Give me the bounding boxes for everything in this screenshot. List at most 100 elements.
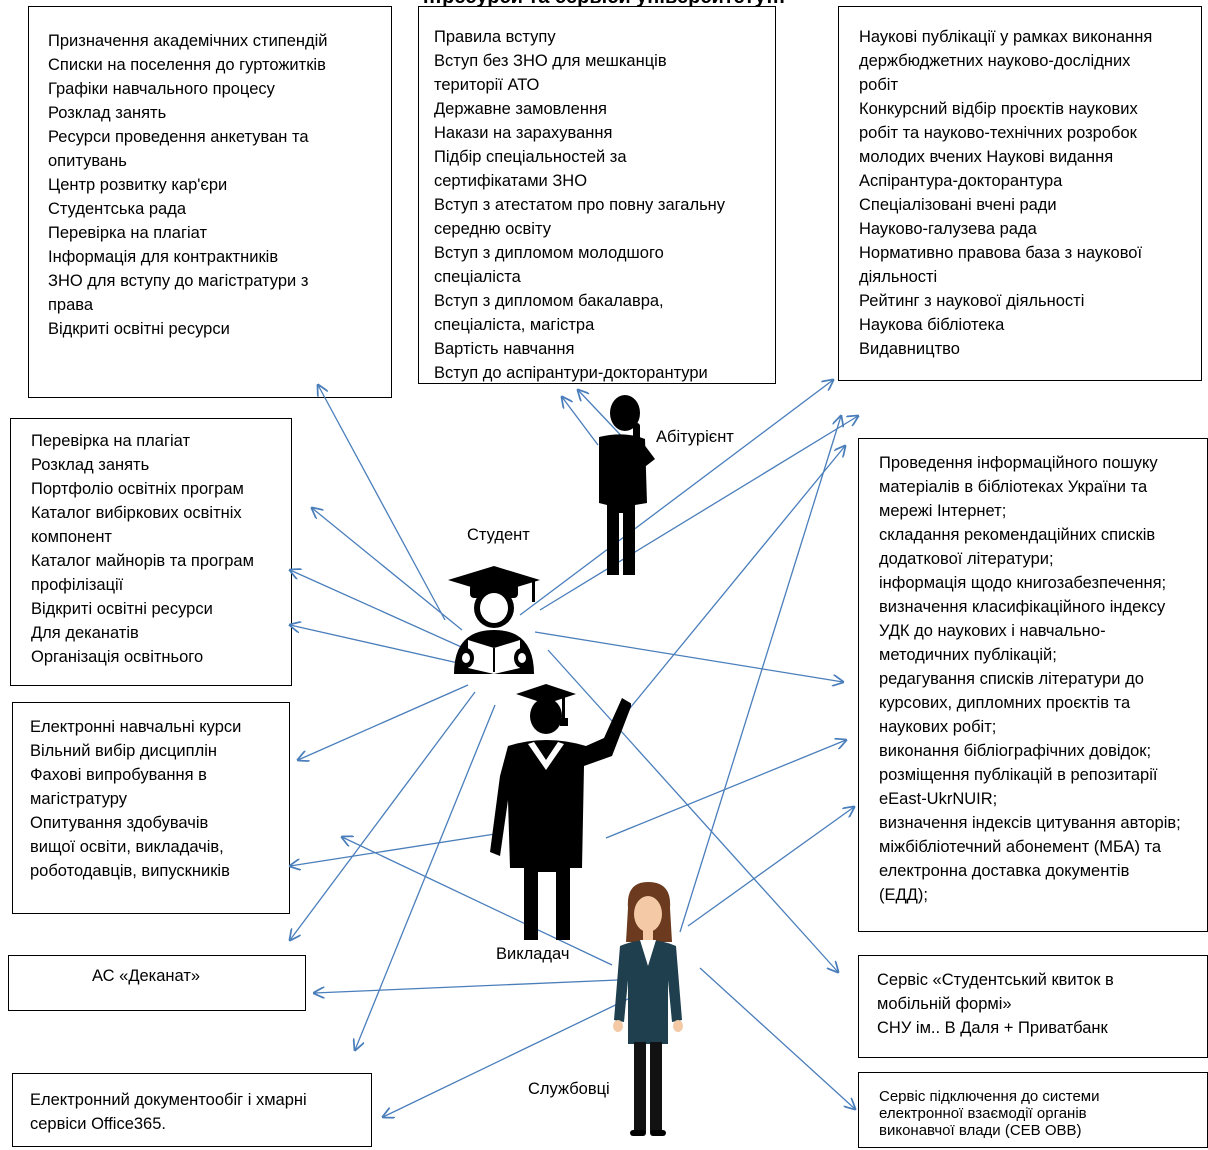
role-student-label: Студент	[467, 526, 530, 544]
connector-arrow	[383, 997, 631, 1117]
list-line: електронна доставка документів	[879, 862, 1130, 880]
box-deanery: АС «Деканат»	[8, 955, 306, 1011]
list-line: Спеціалізовані вчені ради	[859, 196, 1057, 214]
connector-arrow	[687, 807, 854, 927]
connector-arrow	[355, 704, 496, 1050]
list-line: Опитування здобувачів	[30, 814, 209, 832]
list-line: визначення індексів цитування авторів;	[879, 814, 1181, 832]
list-line: Перевірка на плагіат	[48, 224, 208, 242]
list-line: Графіки навчального процесу	[48, 80, 275, 98]
list-line: ЗНО для вступу до магістратури з	[48, 272, 309, 290]
list-line: держбюджетних науково-дослідних	[859, 52, 1131, 70]
connector-arrow	[539, 416, 858, 611]
list-line: електронної взаємодії органів	[879, 1105, 1087, 1122]
list-line: редагування списків літератури до	[879, 670, 1144, 688]
list-line: профілізації	[31, 576, 124, 594]
connector-arrow	[318, 385, 446, 621]
list-line: Каталог майнорів та програм	[31, 552, 254, 570]
role-teacher-label: Викладач	[496, 945, 570, 963]
connector-arrow	[534, 631, 843, 682]
diagram-title: …ресурси та сервіси університету…	[0, 0, 1208, 9]
applicant-thinking-figure	[599, 395, 655, 575]
connector-arrow	[298, 684, 469, 760]
list-line: Електронні навчальні курси	[30, 718, 242, 736]
list-line: Вартість навчання	[434, 340, 575, 358]
list-line: Конкурсний відбір проєктів наукових	[859, 100, 1138, 118]
list-line: виконавчої влади (СЕВ ОВВ)	[879, 1122, 1082, 1139]
list-line: Відкриті освітні ресурси	[48, 320, 230, 338]
connector-arrow	[290, 570, 469, 651]
list-line: Інформація для контрактників	[48, 248, 279, 266]
connector-arrow	[679, 416, 841, 933]
connector-arrow	[342, 837, 613, 966]
list-line: інформація щодо книгозабезпечення;	[879, 574, 1167, 592]
deanery-list: АС «Деканат»	[92, 964, 305, 988]
list-line: Відкриті освітні ресурси	[31, 600, 213, 618]
list-line: курсових, дипломних проєктів та	[879, 694, 1131, 712]
list-line: території АТО	[434, 76, 540, 94]
list-line: Каталог вибіркових освітніх	[31, 504, 242, 522]
list-line: Портфоліо освітніх програм	[31, 480, 244, 498]
list-line: роботодавців, випускників	[30, 862, 230, 880]
list-line: Електронний документообіг і хмарні	[30, 1091, 307, 1109]
list-line: магістратуру	[30, 790, 128, 808]
connector-arrow	[699, 967, 855, 1109]
connector-arrow	[314, 979, 619, 993]
list-line: Сервіс «Студентський квиток в	[877, 971, 1114, 989]
list-line: спеціаліста, магістра	[434, 316, 595, 334]
list-line: розміщення публікацій в репозитарії	[879, 766, 1158, 784]
list-line: робіт	[859, 76, 899, 94]
list-line: СНУ ім.. В Даля + Приватбанк	[877, 1019, 1108, 1037]
connector-arrow	[562, 397, 599, 446]
list-line: сервіси Office365.	[30, 1115, 166, 1133]
list-line: Призначення академічних стипендій	[48, 32, 328, 50]
list-line: сертифікатами ЗНО	[434, 172, 588, 190]
list-line: (ЕДД);	[879, 886, 928, 904]
list-line: мобільній формі»	[877, 995, 1012, 1013]
list-line: опитувань	[48, 152, 127, 170]
student-ticket-list: Сервіс «Студентський квиток в мобільній ф…	[877, 968, 1207, 1040]
list-line: наукових робіт;	[879, 718, 997, 736]
list-line: вищої освіти, викладачів,	[30, 838, 224, 856]
student-reading-icon	[448, 566, 540, 674]
list-line: міжбібліотечний абонемент (МБА) та	[879, 838, 1162, 856]
list-line: Студентська рада	[48, 200, 186, 218]
list-line: Вступ з атестатом про повну загальну	[434, 196, 726, 214]
list-line: Видавництво	[859, 340, 960, 358]
list-line: Рейтинг з наукової діяльності	[859, 292, 1085, 310]
list-line: Правила вступу	[434, 28, 556, 46]
role-employee-label: Службовці	[528, 1080, 610, 1098]
list-line: виконання бібліографічних довідок;	[879, 742, 1152, 760]
list-line: Науково-галузева рада	[859, 220, 1037, 238]
connector-arrow	[312, 508, 463, 631]
list-line: Державне замовлення	[434, 100, 607, 118]
list-line: права	[48, 296, 94, 314]
list-line: матеріалів в бібліотеках України та	[879, 478, 1148, 496]
arrow-group	[290, 380, 858, 1117]
list-line: Фахові випробування в	[30, 766, 207, 784]
list-line: УДК до наукових і навчально-	[879, 622, 1106, 640]
list-line: Центр розвитку кар'єри	[48, 176, 228, 194]
list-line: компонент	[31, 528, 112, 546]
list-line: додаткової літератури;	[879, 550, 1054, 568]
list-line: Наукова бібліотека	[859, 316, 1005, 334]
list-line: Вступ з дипломом молодшого	[434, 244, 664, 262]
list-line: мережі Інтернет;	[879, 502, 1007, 520]
list-line: робіт та науково-технічних розробок	[859, 124, 1137, 142]
list-line: Нормативно правова база з наукової	[859, 244, 1143, 262]
list-line: діяльності	[859, 268, 938, 286]
list-line: АС «Деканат»	[92, 967, 201, 985]
list-line: Аспірантура-докторантура	[859, 172, 1063, 190]
list-line: Вступ до аспірантури-докторантури	[434, 364, 708, 382]
